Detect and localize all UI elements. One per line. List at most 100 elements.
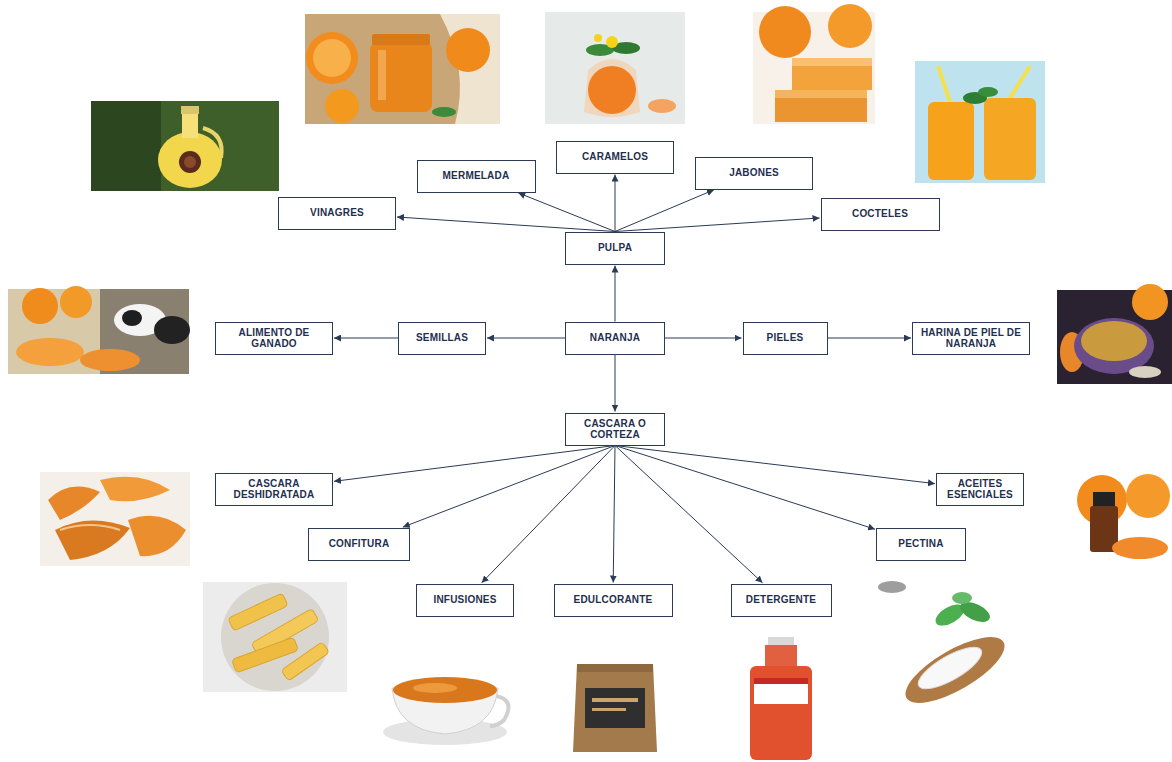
vinegar-photo bbox=[91, 101, 279, 191]
peel-edge bbox=[60, 525, 120, 530]
box-label: NARANJA bbox=[590, 332, 640, 344]
connector-arrow bbox=[334, 338, 398, 339]
candied-strip bbox=[281, 642, 329, 681]
box-label: COCTELES bbox=[852, 208, 908, 220]
process-box: CASCARA DESHIDRATADA bbox=[215, 473, 333, 506]
peel bbox=[55, 520, 130, 560]
process-box: CONFITURA bbox=[308, 528, 410, 561]
photo-shade bbox=[91, 101, 161, 191]
leaf bbox=[952, 592, 972, 604]
connector-arrow bbox=[615, 190, 714, 232]
dropper-cap bbox=[1093, 492, 1115, 506]
connector-arrow bbox=[518, 193, 615, 232]
peel bbox=[100, 477, 170, 502]
process-box: CARAMELOS bbox=[556, 141, 674, 174]
connector-arrow bbox=[613, 446, 615, 583]
peel bbox=[1112, 537, 1168, 559]
dried-peel-photo bbox=[40, 472, 190, 566]
orange-slice bbox=[325, 89, 359, 123]
process-box: NARANJA bbox=[565, 322, 665, 355]
orange bbox=[1132, 284, 1168, 320]
bottle-body bbox=[158, 132, 222, 188]
box-label: VINAGRES bbox=[310, 207, 364, 219]
essential-oil-photo bbox=[1043, 472, 1172, 576]
spoon bbox=[878, 581, 906, 593]
box-label: PIELES bbox=[767, 332, 804, 344]
cup-handle bbox=[490, 696, 509, 726]
tea-shine bbox=[413, 683, 457, 693]
box-label: CASCARA DESHIDRATADA bbox=[222, 478, 326, 501]
mint-leaf bbox=[432, 107, 456, 117]
box-label: HARINA DE PIEL DE NARANJA bbox=[919, 327, 1023, 350]
flower bbox=[594, 34, 602, 42]
connector-arrow bbox=[615, 175, 616, 232]
box-label: ACEITES ESENCIALES bbox=[943, 478, 1017, 501]
process-box: PULPA bbox=[565, 232, 665, 265]
candy-ball bbox=[588, 66, 636, 114]
soap-bar bbox=[792, 58, 872, 90]
orange bbox=[60, 286, 92, 318]
wooden-scoop bbox=[897, 625, 1014, 716]
infusion-photo bbox=[373, 637, 517, 750]
connector-arrow bbox=[615, 446, 875, 530]
cocktail-photo bbox=[915, 61, 1045, 183]
connector-arrow bbox=[397, 217, 615, 232]
box-label: ALIMENTO DE GANADO bbox=[222, 327, 326, 350]
connector-arrow bbox=[403, 446, 615, 528]
bottle-stopper bbox=[181, 106, 199, 114]
box-label: EDULCORANTE bbox=[574, 594, 653, 606]
box-label: PECTINA bbox=[898, 538, 943, 550]
peels bbox=[80, 349, 140, 371]
straw bbox=[1010, 66, 1030, 98]
box-label: SEMILLAS bbox=[416, 332, 468, 344]
process-box: EDULCORANTE bbox=[554, 584, 673, 617]
peel bbox=[128, 516, 186, 556]
photo-ground bbox=[373, 637, 517, 750]
process-box: SEMILLAS bbox=[398, 322, 486, 355]
process-box: JABONES bbox=[695, 157, 813, 190]
soap-top bbox=[792, 58, 872, 66]
bottle bbox=[750, 666, 812, 760]
peels bbox=[16, 338, 84, 366]
box-label: JABONES bbox=[729, 167, 779, 179]
flour bbox=[1081, 321, 1147, 361]
cattle-feed-photo bbox=[8, 286, 190, 374]
candy-slice bbox=[648, 99, 676, 113]
connector-arrow bbox=[615, 446, 935, 484]
photo-ground bbox=[305, 14, 500, 124]
label-band bbox=[754, 678, 808, 684]
sweetener-photo bbox=[555, 656, 675, 755]
glass-jar bbox=[984, 98, 1036, 180]
connector-arrow bbox=[482, 446, 615, 583]
bottle-seal bbox=[179, 151, 201, 173]
photo-ground bbox=[91, 101, 279, 191]
bowl bbox=[1074, 318, 1154, 374]
box-label: MERMELADA bbox=[443, 170, 510, 182]
connector-arrow bbox=[615, 446, 763, 583]
marmalade-photo bbox=[305, 14, 500, 124]
peel bbox=[48, 487, 100, 520]
orange bbox=[759, 6, 811, 58]
bottle-cap bbox=[768, 637, 794, 646]
spoon bbox=[1129, 366, 1161, 378]
photo-ground bbox=[8, 289, 189, 374]
pectin-photo bbox=[877, 580, 1024, 715]
photo-ground bbox=[915, 61, 1045, 183]
orange-flour-photo bbox=[1057, 284, 1172, 384]
label-band bbox=[592, 708, 626, 711]
photo-ground bbox=[40, 472, 190, 566]
orange bbox=[828, 4, 872, 48]
box-label: INFUSIONES bbox=[433, 594, 496, 606]
box-label: PULPA bbox=[598, 242, 632, 254]
bag-label bbox=[585, 688, 645, 728]
process-box: PIELES bbox=[743, 322, 828, 355]
connector-arrow bbox=[487, 338, 565, 339]
connector-arrow bbox=[615, 218, 820, 232]
process-box: INFUSIONES bbox=[416, 584, 514, 617]
candied-peel-photo bbox=[203, 582, 347, 692]
photo-ground bbox=[704, 636, 860, 762]
process-box: PECTINA bbox=[876, 528, 966, 561]
soap-photo bbox=[753, 4, 875, 124]
